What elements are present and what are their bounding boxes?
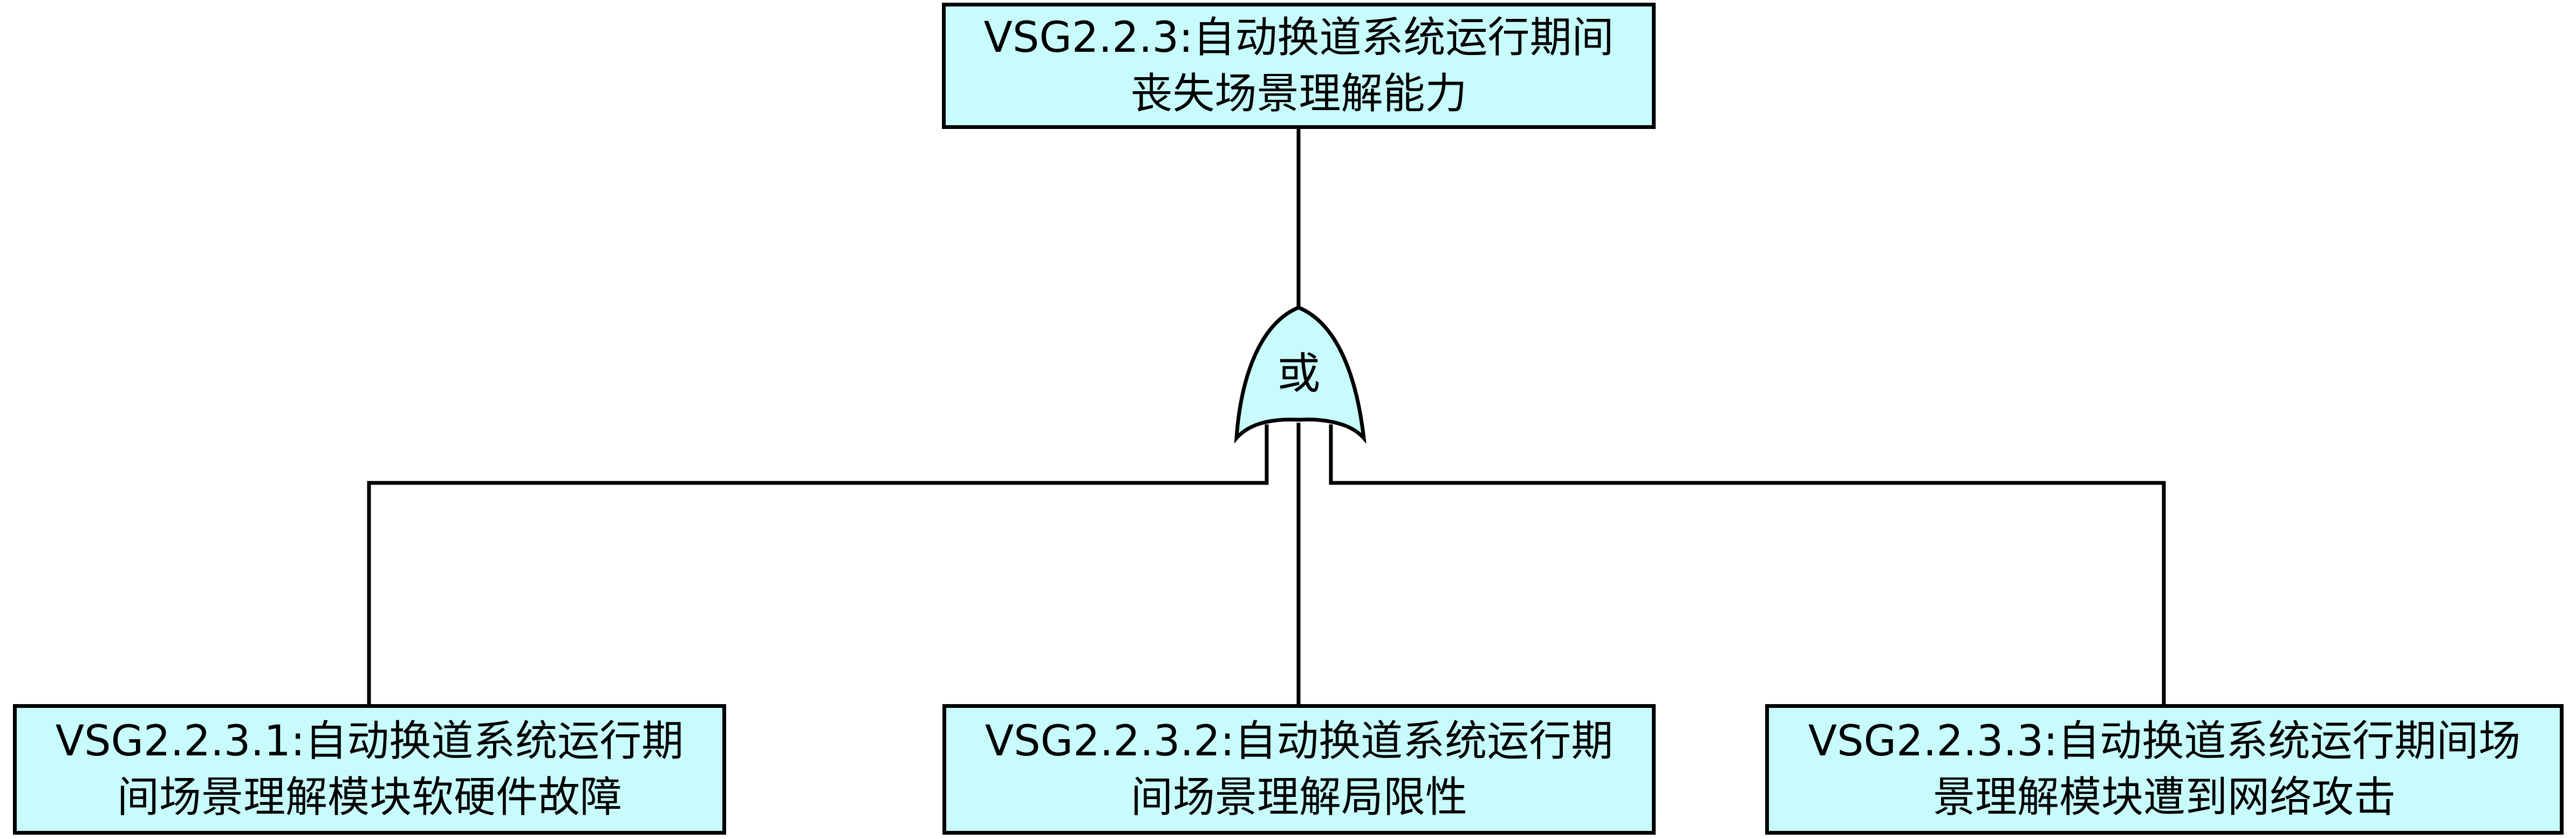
gate-to-event-1-line xyxy=(367,424,1269,706)
basic-event-box-3: VSG2.2.3.3:自动换道系统运行期间场 景理解模块遭到网络攻击 xyxy=(1765,704,2564,835)
or-gate-label: 或 xyxy=(1277,349,1321,399)
basic-event-box-2: VSG2.2.3.2:自动换道系统运行期 间场景理解局限性 xyxy=(942,704,1656,835)
basic-event-box-1: VSG2.2.3.1:自动换道系统运行期 间场景理解模块软硬件故障 xyxy=(13,704,726,835)
or-gate-shape xyxy=(1234,305,1366,444)
basic-event-3-text-line-1: VSG2.2.3.3:自动换道系统运行期间场 xyxy=(1808,717,2521,766)
basic-event-1-text-line-1: VSG2.2.3.1:自动换道系统运行期 xyxy=(55,717,684,766)
top-event-box: VSG2.2.3:自动换道系统运行期间 丧失场景理解能力 xyxy=(942,3,1656,129)
gate-to-event-3-line xyxy=(1329,424,2166,706)
basic-event-2-text-line-2: 间场景理解局限性 xyxy=(1130,773,1467,822)
basic-event-3-text-line-2: 景理解模块遭到网络攻击 xyxy=(1932,773,2396,822)
top-event-text-line-2: 丧失场景理解能力 xyxy=(1130,70,1467,118)
basic-event-1-text-line-2: 间场景理解模块软硬件故障 xyxy=(117,773,622,822)
top-event-text-line-1: VSG2.2.3:自动换道系统运行期间 xyxy=(983,13,1614,62)
connector-lines xyxy=(367,127,2166,706)
basic-event-2-text-line-1: VSG2.2.3.2:自动换道系统运行期 xyxy=(985,717,1614,766)
